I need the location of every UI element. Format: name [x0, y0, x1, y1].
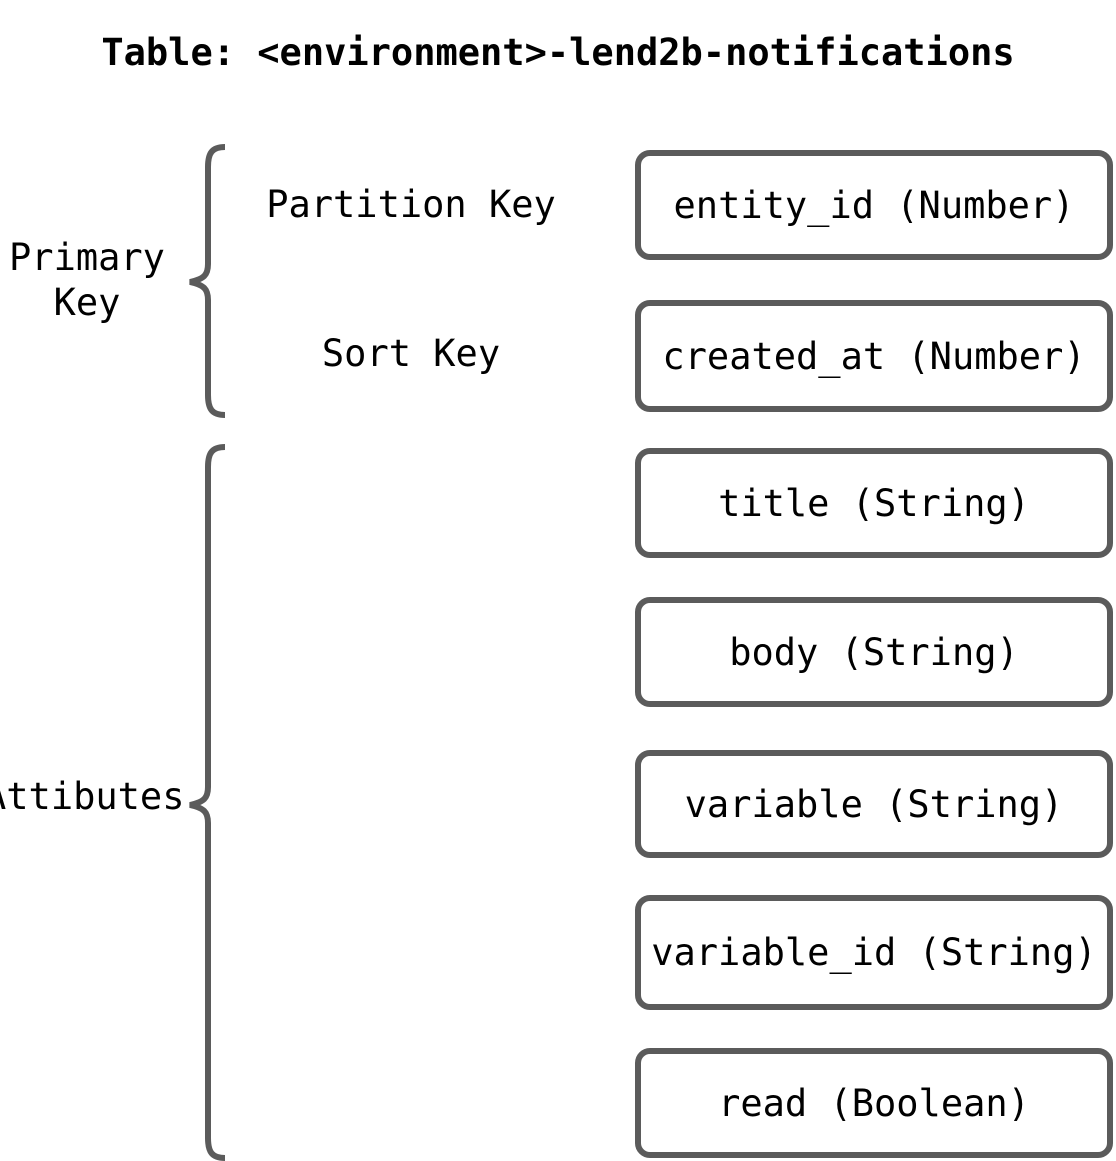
attribute-box-variable-id: variable_id (String)	[635, 895, 1113, 1010]
sort-key-label: Sort Key	[321, 332, 501, 375]
diagram-title: Table: <environment>-lend2b-notification…	[101, 31, 1015, 74]
primary-key-brace	[189, 144, 226, 418]
attribute-box-created-at: created_at (Number)	[635, 300, 1113, 412]
primary-key-group-label: Primary Key	[9, 236, 165, 324]
partition-key-label: Partition Key	[266, 183, 556, 226]
attribute-box-body: body (String)	[635, 597, 1113, 707]
attributes-group-label: Attibutes	[0, 775, 185, 818]
attributes-brace	[189, 444, 226, 1161]
attribute-box-variable: variable (String)	[635, 750, 1113, 858]
attribute-box-read: read (Boolean)	[635, 1048, 1113, 1158]
attribute-box-entity-id: entity_id (Number)	[635, 150, 1113, 260]
attribute-box-title: title (String)	[635, 448, 1113, 558]
